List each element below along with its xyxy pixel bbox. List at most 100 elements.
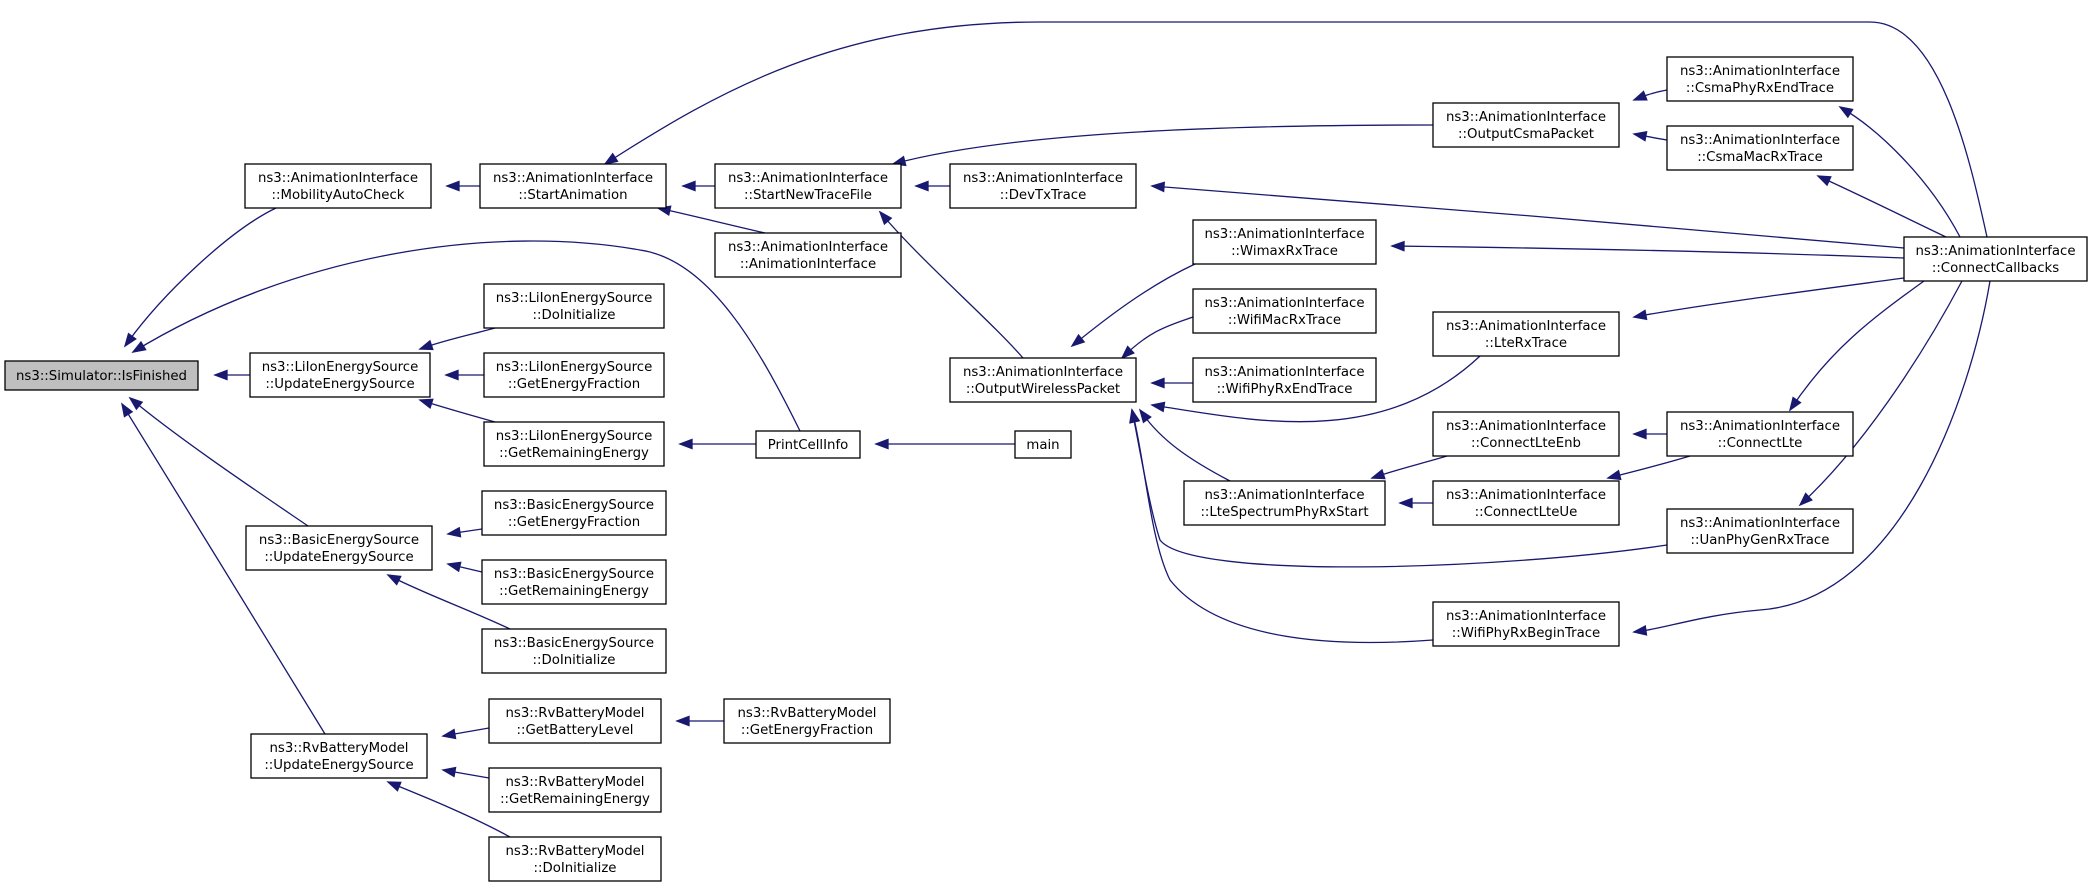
- edge-arrowhead: [131, 340, 147, 353]
- node-outputcsmapacket[interactable]: ns3::AnimationInterface::OutputCsmaPacke…: [1432, 102, 1620, 148]
- edge-line: [879, 211, 1024, 359]
- node-connectcallbacks[interactable]: ns3::AnimationInterface::ConnectCallback…: [1903, 236, 2088, 282]
- node-box: [481, 559, 667, 605]
- node-csmaphyrxendtrace[interactable]: ns3::AnimationInterface::CsmaPhyRxEndTra…: [1666, 56, 1854, 102]
- edge-arrowhead: [1150, 401, 1166, 413]
- node-box: [1432, 311, 1620, 357]
- node-liion_doinit[interactable]: ns3::LiIonEnergySource::DoInitialize: [483, 283, 665, 329]
- node-box: [1183, 480, 1386, 526]
- node-wifiphyrxendtrace[interactable]: ns3::AnimationInterface::WifiPhyRxEndTra…: [1192, 357, 1377, 403]
- node-ltexrtrace[interactable]: ns3::AnimationInterface::LteRxTrace: [1432, 311, 1620, 357]
- node-wifimacrxtrace[interactable]: ns3::AnimationInterface::WifiMacRxTrace: [1192, 288, 1377, 334]
- node-box: [714, 163, 902, 209]
- edge-liion_getremaining-to-liion_update: [418, 398, 496, 423]
- node-label: ::ConnectLteUe: [1475, 505, 1578, 520]
- node-liion_getfraction[interactable]: ns3::LiIonEnergySource::GetEnergyFractio…: [483, 352, 665, 398]
- nodes-layer: ns3::Simulator::IsFinishedns3::Animation…: [4, 56, 2088, 882]
- node-mobilityautocheck[interactable]: ns3::AnimationInterface::MobilityAutoChe…: [244, 163, 432, 209]
- node-box: [488, 698, 662, 744]
- node-box: [1432, 102, 1620, 148]
- node-basic_getfraction[interactable]: ns3::BasicEnergySource::GetEnergyFractio…: [481, 490, 667, 536]
- node-label: ns3::LiIonEnergySource: [496, 429, 653, 444]
- node-label: ns3::AnimationInterface: [728, 240, 888, 255]
- node-label: ns3::RvBatteryModel: [505, 706, 644, 721]
- node-connectlteenb[interactable]: ns3::AnimationInterface::ConnectLteEnb: [1432, 411, 1620, 457]
- node-startnewtracefile[interactable]: ns3::AnimationInterface::StartNewTraceFi…: [714, 163, 902, 209]
- node-label: ns3::AnimationInterface: [1680, 516, 1840, 531]
- node-label: ns3::AnimationInterface: [1446, 110, 1606, 125]
- node-liion_getremaining[interactable]: ns3::LiIonEnergySource::GetRemainingEner…: [483, 421, 665, 467]
- node-label: ::DoInitialize: [533, 653, 616, 668]
- node-label: ::AnimationInterface: [740, 257, 876, 272]
- edge-wifimacrxtrace-to-outputwirelesspacket: [1120, 316, 1194, 360]
- node-label: ::OutputCsmaPacket: [1458, 127, 1594, 142]
- edge-connectcallbacks-to-ltexrtrace: [1632, 277, 1905, 321]
- node-label: ns3::BasicEnergySource: [494, 498, 654, 513]
- node-rv_getfraction[interactable]: ns3::RvBatteryModel::GetEnergyFraction: [723, 698, 891, 744]
- node-rv_doinit[interactable]: ns3::RvBatteryModel::DoInitialize: [488, 836, 662, 882]
- node-wimaxrxtrace[interactable]: ns3::AnimationInterface::WimaxRxTrace: [1192, 219, 1377, 265]
- edge-arrowhead: [128, 396, 144, 411]
- node-box: [483, 421, 665, 467]
- node-isfinished[interactable]: ns3::Simulator::IsFinished: [4, 360, 199, 391]
- node-label: ns3::AnimationInterface: [1204, 488, 1364, 503]
- edge-connectlteue-to-ltespectrumphyrxstart: [1398, 497, 1433, 509]
- node-label: ::DoInitialize: [533, 308, 616, 323]
- node-outputwirelesspacket[interactable]: ns3::AnimationInterface::OutputWirelessP…: [949, 357, 1137, 403]
- node-label: ns3::LiIonEnergySource: [262, 360, 419, 375]
- node-printcellinfo[interactable]: PrintCellInfo: [755, 430, 861, 459]
- node-connectlte[interactable]: ns3::AnimationInterface::ConnectLte: [1666, 411, 1854, 457]
- node-label: ::LteRxTrace: [1485, 336, 1567, 351]
- node-csmamacrxtrace[interactable]: ns3::AnimationInterface::CsmaMacRxTrace: [1666, 125, 1854, 171]
- node-liion_update[interactable]: ns3::LiIonEnergySource::UpdateEnergySour…: [249, 352, 431, 398]
- node-ltespectrumphyrxstart[interactable]: ns3::AnimationInterface::LteSpectrumPhyR…: [1183, 480, 1386, 526]
- node-main[interactable]: main: [1014, 430, 1072, 459]
- node-rv_getremaining[interactable]: ns3::RvBatteryModel::GetRemainingEnergy: [488, 767, 662, 813]
- node-label: ns3::BasicEnergySource: [259, 533, 419, 548]
- node-label: ::WifiMacRxTrace: [1228, 313, 1341, 328]
- node-wifiphyrxbegintrace[interactable]: ns3::AnimationInterface::WifiPhyRxBeginT…: [1432, 601, 1620, 647]
- node-box: [4, 360, 199, 391]
- node-rv_update[interactable]: ns3::RvBatteryModel::UpdateEnergySource: [250, 733, 428, 779]
- node-label: ns3::BasicEnergySource: [494, 567, 654, 582]
- edge-arrowhead: [444, 369, 459, 381]
- edge-arrowhead: [1632, 428, 1647, 440]
- edge-rv_getbatterylevel-to-rv_update: [441, 727, 490, 740]
- node-rv_getbatterylevel[interactable]: ns3::RvBatteryModel::GetBatteryLevel: [488, 698, 662, 744]
- edge-csmamacrxtrace-to-outputcsmapacket: [1632, 130, 1668, 142]
- node-box: [755, 430, 861, 459]
- edge-line: [1071, 263, 1196, 347]
- node-box: [244, 163, 432, 209]
- node-box: [1432, 601, 1620, 647]
- edge-line: [604, 21, 1988, 238]
- node-startanimation[interactable]: ns3::AnimationInterface::StartAnimation: [479, 163, 667, 209]
- edge-ltespectrumphyrxstart-to-outputwirelesspacket: [1138, 408, 1231, 482]
- node-devtxtrace[interactable]: ns3::AnimationInterface::DevTxTrace: [949, 163, 1137, 209]
- edge-startanimation-to-mobilityautocheck: [445, 180, 480, 192]
- node-animationinterface[interactable]: ns3::AnimationInterface::AnimationInterf…: [714, 232, 902, 278]
- edge-rv_getremaining-to-rv_update: [441, 766, 490, 779]
- node-basic_getremaining[interactable]: ns3::BasicEnergySource::GetRemainingEner…: [481, 559, 667, 605]
- edge-rv_getfraction-to-rv_getbatterylevel: [675, 715, 724, 727]
- node-label: ::ConnectLteEnb: [1471, 436, 1581, 451]
- edge-line: [1799, 280, 1963, 506]
- node-connectlteue[interactable]: ns3::AnimationInterface::ConnectLteUe: [1432, 480, 1620, 526]
- node-label: ::GetEnergyFraction: [508, 515, 640, 530]
- edge-arrowhead: [1606, 469, 1622, 481]
- node-box: [488, 836, 662, 882]
- node-label: ::CsmaPhyRxEndTrace: [1686, 81, 1834, 96]
- edge-animationinterface-to-startanimation: [656, 205, 766, 234]
- edge-arrowhead: [123, 332, 137, 348]
- node-box: [949, 163, 1137, 209]
- edge-connectcallbacks-to-csmaphyrxendtrace: [1838, 106, 1961, 238]
- node-label: ns3::AnimationInterface: [1204, 365, 1364, 380]
- node-basic_update[interactable]: ns3::BasicEnergySource::UpdateEnergySour…: [245, 525, 433, 571]
- node-label: ::ConnectCallbacks: [1932, 261, 2059, 276]
- edge-connectlteenb-to-ltespectrumphyrxstart: [1370, 455, 1448, 480]
- edge-line: [1131, 409, 1434, 644]
- edge-arrowhead: [1632, 90, 1648, 101]
- node-box: [245, 525, 433, 571]
- node-uanphygenrxtrace[interactable]: ns3::AnimationInterface::UanPhyGenRxTrac…: [1666, 508, 1854, 554]
- node-basic_doinit[interactable]: ns3::BasicEnergySource::DoInitialize: [481, 628, 667, 674]
- node-box: [1432, 411, 1620, 457]
